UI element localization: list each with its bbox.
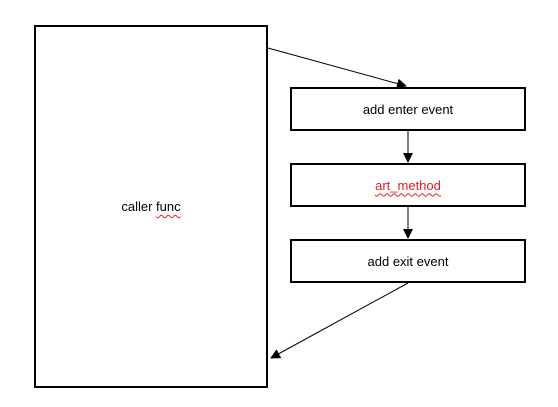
caller-func-box: caller func (34, 25, 268, 388)
arrow-caller-to-enter (267, 47, 407, 89)
caller-label-underlined-word: func (156, 199, 181, 214)
caller-func-label: caller func (121, 199, 180, 214)
add-exit-event-box: add exit event (290, 239, 526, 283)
arrow-exit-to-caller (270, 282, 409, 359)
caller-label-prefix: caller (121, 199, 157, 214)
art-method-box: art_method (290, 163, 526, 207)
add-exit-event-label: add exit event (367, 253, 449, 269)
add-enter-event-box: add enter event (290, 87, 526, 131)
add-enter-event-label: add enter event (362, 101, 454, 117)
art-method-label: art_method (375, 177, 441, 193)
